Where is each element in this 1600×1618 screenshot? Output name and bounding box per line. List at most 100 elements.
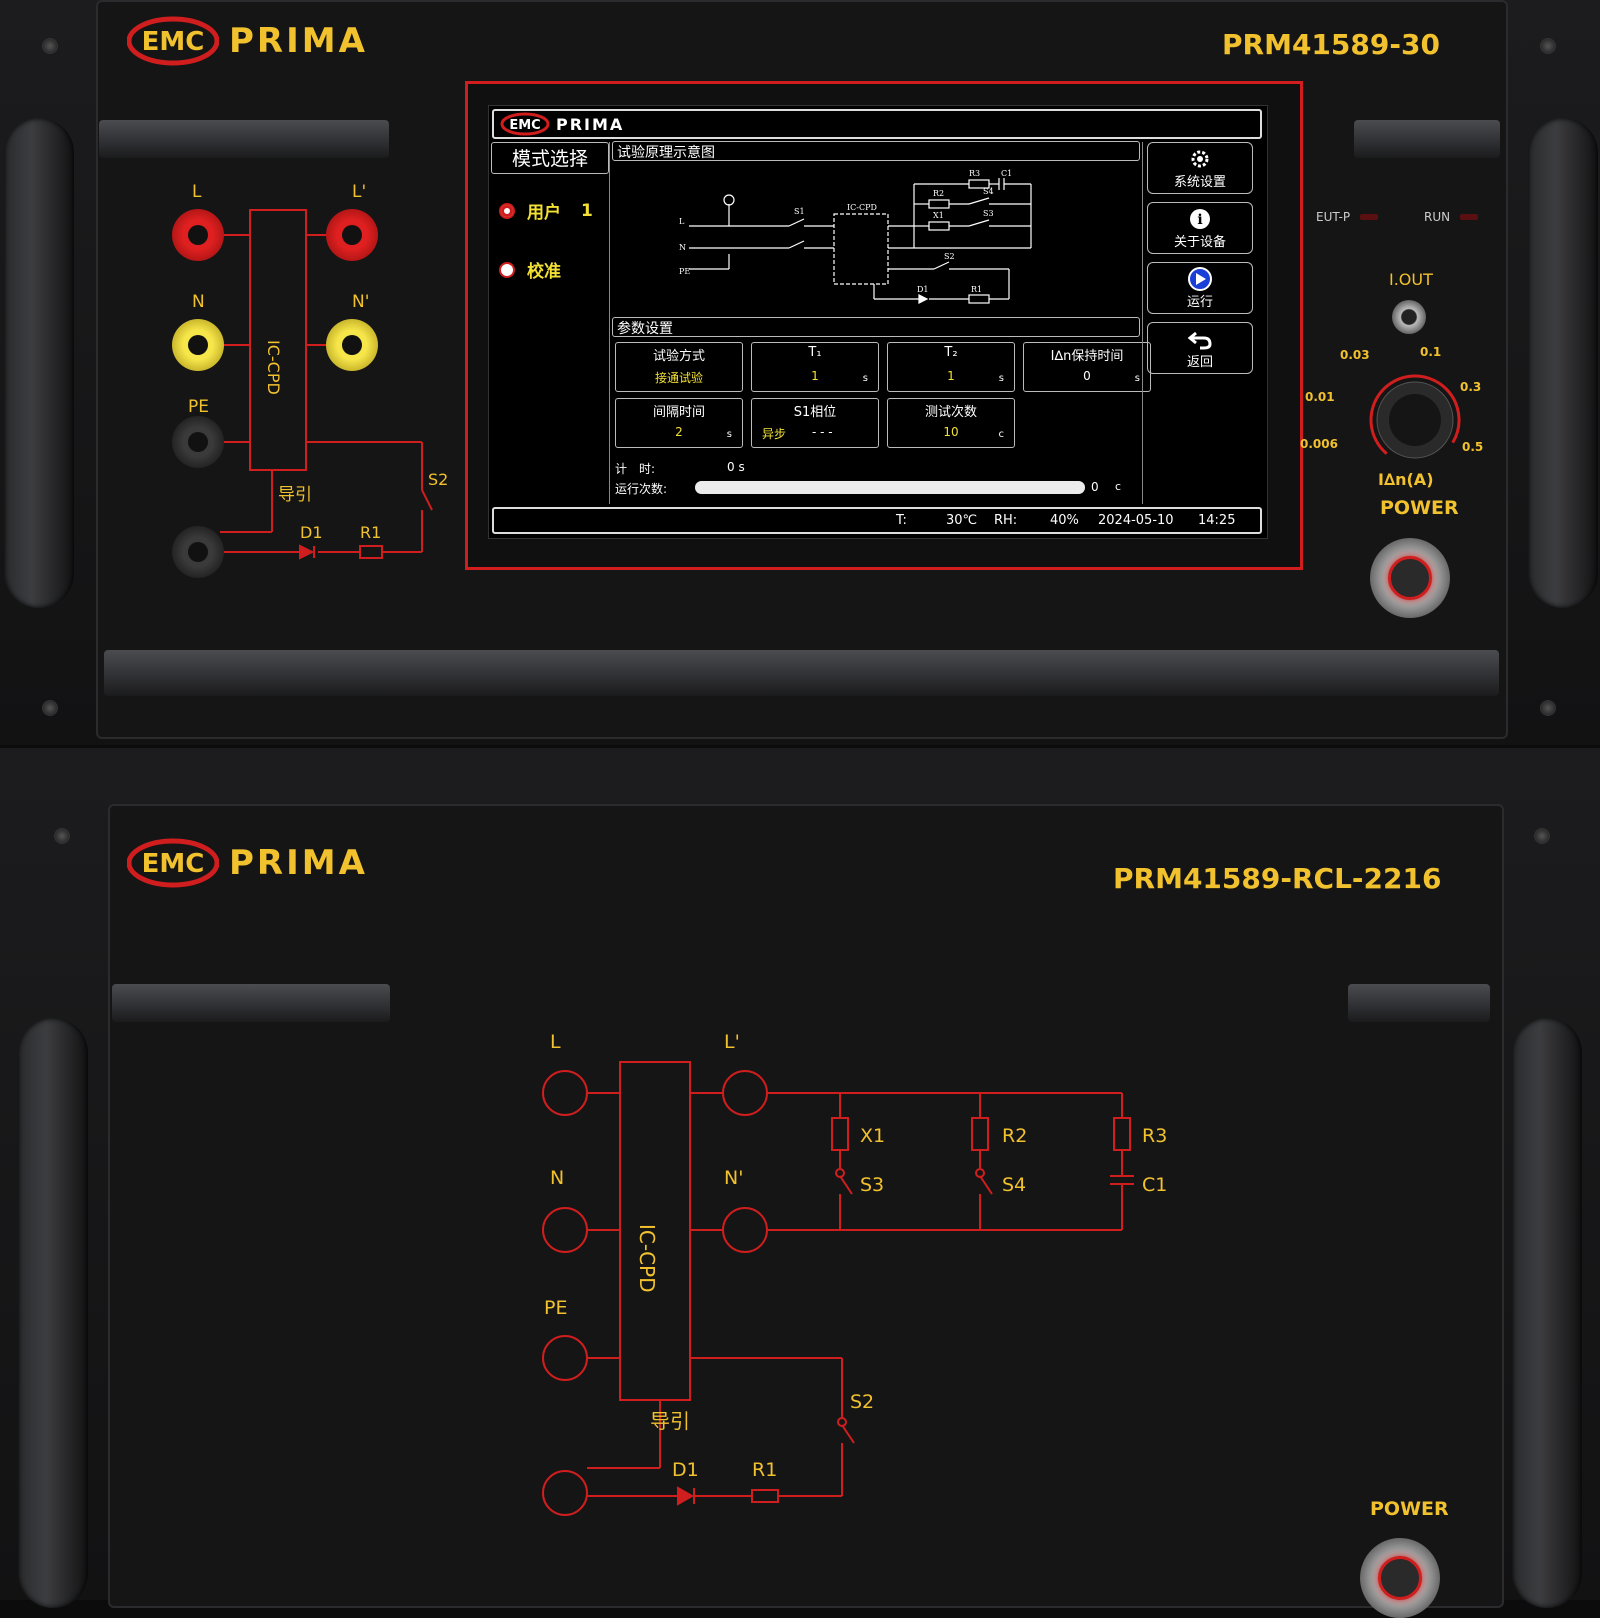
right-handle <box>1528 118 1598 608</box>
mode-item-label: 校准 <box>527 262 561 282</box>
back-icon <box>1187 331 1212 350</box>
terminal-label-pe: PE <box>544 1297 567 1319</box>
mode-item-value: 1 <box>581 200 593 221</box>
test-principle-diagram: L N PE S1 IC-CPD R3 C1 R2 S4 X1 S3 S2 D1… <box>679 169 1032 304</box>
front-panel <box>108 804 1504 1608</box>
s2-label: S2 <box>428 470 448 489</box>
screen-header: EMC PRIMA <box>492 109 1262 139</box>
svg-text:X1: X1 <box>933 211 944 220</box>
knob-tick: 0.1 <box>1420 345 1442 359</box>
runs-unit: c <box>1115 480 1122 493</box>
power-button[interactable] <box>1370 538 1450 618</box>
humidity-value: 40% <box>1050 513 1079 528</box>
radio-icon[interactable] <box>499 261 515 278</box>
s2-label: S2 <box>850 1391 874 1413</box>
current-selector-knob[interactable] <box>1320 345 1480 485</box>
d1-label: D1 <box>672 1459 699 1481</box>
param-test-mode[interactable]: 试验方式接通试验 <box>615 342 743 392</box>
lead-label: 导引 <box>278 485 312 505</box>
screen-brand: PRIMA <box>556 114 625 134</box>
params-title-bar <box>612 317 1140 337</box>
diagram-title-bar <box>612 141 1140 161</box>
temp-label: T: <box>896 513 907 528</box>
c1-label: C1 <box>1142 1174 1167 1196</box>
rack-rail <box>1354 120 1500 158</box>
screw <box>54 828 70 844</box>
lead-label: 导引 <box>650 1409 690 1433</box>
x1-label: X1 <box>860 1125 885 1147</box>
terminal-jack-l[interactable] <box>172 209 224 261</box>
mode-item-calibrate[interactable]: 校准 <box>499 257 561 282</box>
brand-logo: EMC PRIMA <box>127 16 368 66</box>
knob-tick: 0.3 <box>1460 380 1482 394</box>
left-handle <box>18 1018 88 1608</box>
mode-select-title: 模式选择 <box>491 142 609 174</box>
output-label: I.OUT <box>1389 270 1433 289</box>
emc-logo-icon: EMC <box>500 112 550 136</box>
model-number: PRM41589-RCL-2216 <box>1113 862 1442 895</box>
power-button[interactable] <box>1360 1538 1440 1618</box>
terminal-circuit-diagram: IC-CPD 导引 S2 D1 R1 <box>220 209 448 560</box>
device-label: IC-CPD <box>264 340 283 395</box>
svg-text:L: L <box>679 217 685 226</box>
load-circuit-diagram: L L' N N' PE IC-CPD X1 S3 R2 S4 R3 C1 S2… <box>542 1031 1167 1516</box>
terminal-label-pe: PE <box>188 397 209 417</box>
terminal-jack-l-prime[interactable] <box>326 209 378 261</box>
system-settings-button[interactable]: 系统设置 <box>1147 142 1253 194</box>
screw <box>1534 828 1550 844</box>
terminal-jack-pe[interactable] <box>172 416 224 468</box>
terminal-jack-n[interactable] <box>172 319 224 371</box>
about-device-button[interactable]: i 关于设备 <box>1147 202 1253 254</box>
load-unit: EMC PRIMA PRM41589-RCL-2216 <box>0 748 1600 1618</box>
divider <box>609 142 610 504</box>
terminal-jack-n-prime[interactable] <box>326 319 378 371</box>
gear-icon <box>1191 150 1209 168</box>
param-s1-phase[interactable]: S1相位 异步 - - - <box>751 398 879 448</box>
status-bar: T: 30℃ RH: 40% 2024-05-10 14:25 <box>492 507 1262 534</box>
d1-label: D1 <box>300 523 323 542</box>
touch-screen[interactable]: EMC PRIMA 模式选择 用户 1 校准 试验原理示意图 <box>488 105 1268 539</box>
mode-item-label: 用户 <box>527 203 561 223</box>
r2-label: R2 <box>1002 1125 1027 1147</box>
svg-text:R2: R2 <box>933 189 944 198</box>
r1-label: R1 <box>360 523 381 542</box>
rack-rail <box>1348 984 1490 1022</box>
led-icon <box>1360 214 1379 220</box>
terminal-jack-pilot[interactable] <box>172 526 224 578</box>
emc-logo-icon: EMC <box>127 16 219 66</box>
left-handle <box>4 118 74 608</box>
back-button[interactable]: 返回 <box>1147 322 1253 374</box>
output-connector[interactable] <box>1392 300 1426 334</box>
runs-progress-bar <box>695 481 1085 494</box>
date-value: 2024-05-10 <box>1098 513 1174 528</box>
terminal-label-n: N <box>192 292 205 312</box>
power-label: POWER <box>1380 497 1459 519</box>
knob-tick: 0.03 <box>1340 348 1370 362</box>
brand-name: PRIMA <box>229 21 368 61</box>
model-number: PRM41589-30 <box>1222 28 1440 61</box>
svg-text:R3: R3 <box>969 169 980 178</box>
s3-label: S3 <box>860 1174 884 1196</box>
runs-value: 0 <box>1091 480 1099 494</box>
svg-text:S2: S2 <box>944 252 955 261</box>
terminal-label-l-prime: L' <box>352 182 367 202</box>
rack-rail <box>112 984 390 1022</box>
divider <box>1142 142 1143 504</box>
brand-logo: EMC PRIMA <box>127 838 368 888</box>
device-label: IC-CPD <box>635 1224 659 1293</box>
run-button[interactable]: 运行 <box>1147 262 1253 314</box>
screw <box>1540 38 1556 54</box>
mode-item-user[interactable]: 用户 1 <box>499 198 593 223</box>
radio-selected-icon[interactable] <box>499 202 515 219</box>
led-icon <box>1460 214 1479 220</box>
svg-text:i: i <box>1197 212 1202 228</box>
rack-rail <box>99 120 389 158</box>
r3-label: R3 <box>1142 1125 1167 1147</box>
terminal-label-l: L <box>550 1031 561 1053</box>
time-value: 14:25 <box>1198 513 1236 528</box>
